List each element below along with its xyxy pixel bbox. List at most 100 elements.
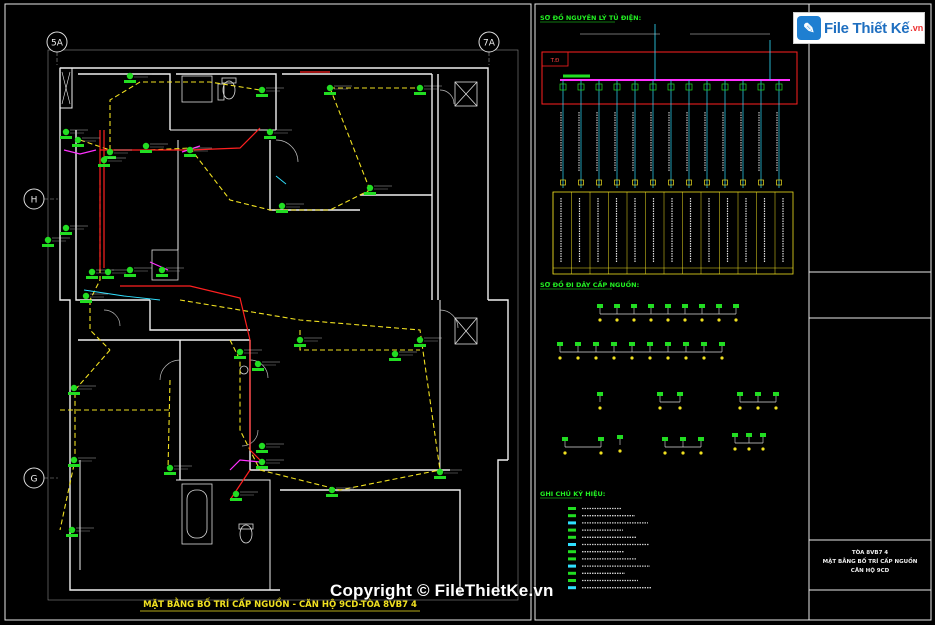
grid-bubbles: 5A 7A H G [23, 31, 500, 489]
outlet-icon [662, 437, 668, 441]
grid-bubble-5a [46, 31, 68, 53]
terminal-icon [650, 179, 656, 186]
legend-symbol-icon [568, 528, 576, 532]
electrical-device-icon [42, 236, 70, 247]
terminal-icon [776, 179, 782, 186]
junction-icon [612, 356, 616, 360]
outlet-icon [597, 392, 603, 396]
electrical-device-icon [72, 136, 100, 147]
outlet-icon [719, 342, 725, 346]
junction-icon [666, 318, 670, 322]
outlet-icon [557, 342, 563, 346]
junction-icon [618, 449, 622, 453]
electrical-device-icon [252, 360, 280, 371]
title-block-line3: CĂN HỘ 9CD [851, 567, 890, 574]
schematic-load-columns [552, 192, 784, 274]
legend-symbol-icon [568, 586, 576, 590]
logo-brand: File Thiết Kế [824, 19, 910, 37]
junction-icon [576, 356, 580, 360]
breaker-icon [721, 83, 729, 91]
terminal-icon [668, 179, 674, 186]
cable-section-title: SƠ ĐỒ ĐI DÂY CẤP NGUỒN: [540, 279, 639, 289]
grid-label-g: G [31, 475, 38, 485]
title-block-line1: TÒA 8VB7 4 [852, 549, 888, 556]
outlet-icon [683, 342, 689, 346]
breaker-icon [559, 83, 567, 91]
outlet-icon [617, 435, 623, 439]
junction-icon [598, 406, 602, 410]
grid-label-7a: 7A [483, 39, 496, 49]
electrical-device-icon [60, 128, 88, 139]
electrical-device-icon [294, 336, 322, 347]
junction-icon [598, 318, 602, 322]
electrical-device-icon [124, 266, 152, 277]
junction-icon [774, 406, 778, 410]
electrical-device-icon [276, 202, 304, 213]
electrical-device-icon [98, 156, 126, 167]
electrical-device-icon [256, 458, 284, 469]
plan-title: MẶT BẰNG BỐ TRÍ CẤP NGUỒN - CĂN HỘ 9CD-T… [143, 597, 417, 610]
logo-mark-icon: ✎ [797, 16, 821, 40]
junction-icon [720, 356, 724, 360]
outlet-icon [593, 342, 599, 346]
breaker-icon [613, 83, 621, 91]
legend-symbol-icon [568, 571, 576, 575]
grid-bubble-7a [478, 31, 500, 53]
electrical-device-icon [124, 72, 152, 83]
junction-icon [761, 447, 765, 451]
outlet-icon [631, 304, 637, 308]
logo-tld: .vn [910, 23, 924, 33]
junction-icon [594, 356, 598, 360]
outlet-icon [746, 433, 752, 437]
outlet-icon [701, 342, 707, 346]
breaker-icon [685, 83, 693, 91]
legend-symbol-icon [568, 507, 576, 510]
outlet-icon [598, 437, 604, 441]
breaker-icon [631, 83, 639, 91]
outlet-icon [648, 304, 654, 308]
junction-icon [683, 318, 687, 322]
outlet-icon [677, 392, 683, 396]
filethietke-logo: ✎ File Thiết Kế .vn [793, 12, 925, 44]
panel-label: T.Đ [550, 58, 560, 64]
breaker-icon [649, 83, 657, 91]
junction-icon [599, 451, 603, 455]
grid-label-h: H [31, 196, 38, 206]
electrical-device-icon [230, 490, 258, 501]
legend-symbol-icon [568, 557, 576, 561]
outlet-icon [597, 304, 603, 308]
door-swings [103, 89, 459, 447]
outlet-icon [716, 304, 722, 308]
electrical-device-icon [256, 442, 284, 453]
breaker-icon [577, 83, 585, 91]
outlet-icon [647, 342, 653, 346]
junction-icon [658, 406, 662, 410]
electrical-device-icon [68, 456, 96, 467]
junction-icon [630, 356, 634, 360]
grid-bubble-g [23, 467, 45, 489]
legend-section-title: GHI CHÚ KÝ HIỆU: [540, 489, 605, 498]
outlet-icon [773, 392, 779, 396]
schematic-branches [559, 80, 783, 188]
legend-symbol-icon [568, 543, 576, 546]
electrical-device-icon [256, 86, 284, 97]
floor-plan-walls [59, 67, 509, 595]
outlet-icon [760, 433, 766, 437]
junction-icon [734, 318, 738, 322]
electrical-device-icon [434, 468, 462, 479]
outlet-icon [657, 392, 663, 396]
outlet-icon [732, 433, 738, 437]
cable-routes-red [99, 71, 330, 501]
terminal-icon [560, 179, 566, 186]
electrical-device-icon [156, 266, 184, 277]
outlet-icon [614, 304, 620, 308]
terminal-icon [722, 179, 728, 186]
terminal-icon [632, 179, 638, 186]
junction-icon [702, 356, 706, 360]
terminal-icon [686, 179, 692, 186]
outlet-icon [575, 342, 581, 346]
legend-symbol-icon [568, 564, 576, 568]
junction-icon [648, 356, 652, 360]
panel-schematic: T.Đ [541, 24, 798, 275]
